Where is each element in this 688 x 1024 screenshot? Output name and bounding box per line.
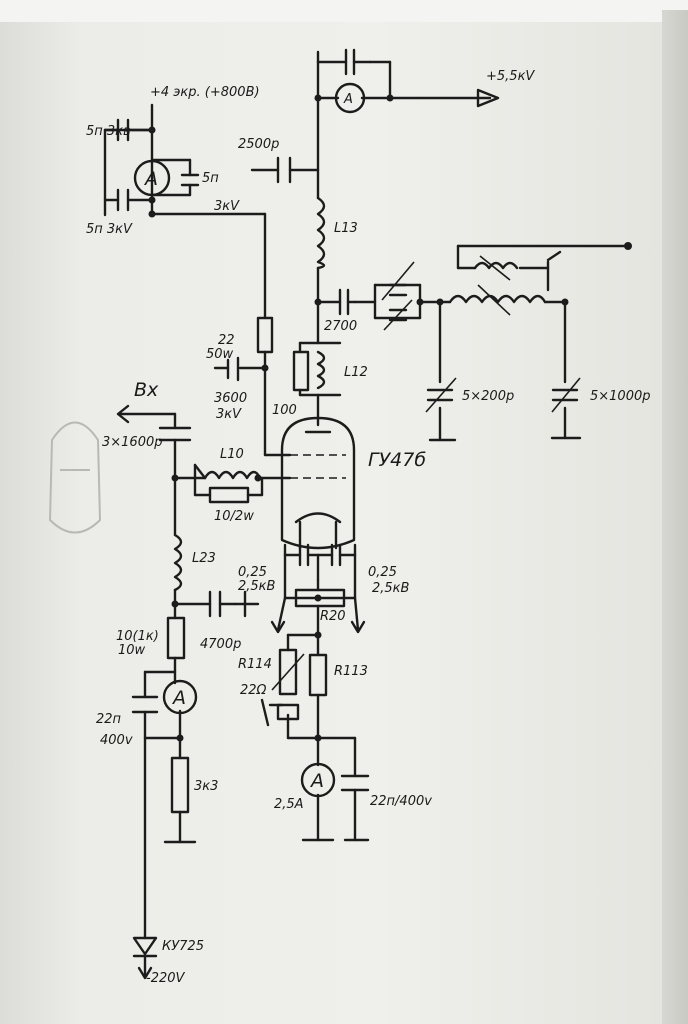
capacitor-3x1600p xyxy=(158,426,192,442)
ammeter-filament-label: A xyxy=(309,770,324,792)
label-r20: R20 xyxy=(320,609,346,624)
paper-right-shadow xyxy=(662,10,688,1024)
capacitor-top-bypass xyxy=(344,48,372,76)
label-l23: L23 xyxy=(192,551,216,566)
variable-capacitor-pi-input xyxy=(381,261,415,331)
label-c-3kv: 3кV xyxy=(214,199,240,214)
paper-top-edge xyxy=(0,0,688,22)
label-c2500: 2500р xyxy=(238,137,279,152)
label-c22n-400: 22п/400v xyxy=(370,794,432,809)
suppressor-l12 xyxy=(292,341,342,397)
ghost-tube-outline xyxy=(48,421,102,534)
inductor-l23 xyxy=(173,533,183,592)
label-r10: 10/2w xyxy=(214,509,254,524)
ammeter-filament: A xyxy=(300,762,336,798)
label-c2700: 2700 xyxy=(324,319,357,334)
label-c22n: 22п xyxy=(96,712,122,727)
ground-arrows-cathode xyxy=(270,620,366,634)
label-input: Вх xyxy=(134,379,159,401)
label-anode-supply: +4 экр. (+800В) xyxy=(150,85,260,100)
resistor-10-2w xyxy=(208,486,250,504)
resistor-10-1k xyxy=(166,616,186,660)
label-c025a: 0,25 xyxy=(238,565,267,580)
variable-capacitor-5x1000 xyxy=(551,377,581,413)
ammeter-anode: A xyxy=(334,82,366,114)
ammeter-anode-label: A xyxy=(343,92,353,107)
capacitor-22n-400v-cathode xyxy=(340,774,370,792)
label-r113: R113 xyxy=(334,664,368,679)
capacitor-top-left-1 xyxy=(103,118,154,142)
label-l12: L12 xyxy=(344,365,368,380)
capacitor-2500p xyxy=(276,156,292,184)
label-r10k-w: 10w xyxy=(118,643,146,658)
label-c3600-v: 3кV xyxy=(216,407,242,422)
label-c-5p-3kv-2: 5п 3кV xyxy=(86,222,133,237)
inductor-l10 xyxy=(193,463,262,480)
inductor-pi-roller xyxy=(448,255,547,316)
label-diode: КУ725 xyxy=(162,939,204,954)
label-neg: -220V xyxy=(146,971,186,986)
label-c5x1000: 5×1000р xyxy=(590,389,651,404)
capacitor-top-left-2 xyxy=(180,173,200,187)
label-hv: +5,5кV xyxy=(486,69,535,84)
resistor-r20 xyxy=(294,588,346,608)
label-r100: 100 xyxy=(272,403,297,418)
label-c4700: 4700р xyxy=(200,637,241,652)
label-meter-25: 2,5А xyxy=(274,797,304,812)
label-r114: R114 xyxy=(238,657,272,672)
resistor-r113 xyxy=(308,653,328,697)
resistor-r114-variable xyxy=(271,648,305,721)
label-r22ohm: 22Ω xyxy=(240,683,267,698)
diode-ky725 xyxy=(132,936,158,980)
ammeter-grid: A xyxy=(162,679,198,715)
inductor-l13 xyxy=(316,196,326,270)
label-r10k: 10(1к) xyxy=(116,629,159,644)
label-c3600: 3600 xyxy=(214,391,247,406)
resistor-3k3 xyxy=(170,756,190,814)
capacitor-top-left-3 xyxy=(103,188,154,212)
label-l10: L10 xyxy=(220,447,244,462)
capacitor-4700p xyxy=(208,590,247,618)
label-c025b-v: 2,5кВ xyxy=(372,581,410,596)
output-terminal xyxy=(624,242,632,250)
capacitor-22n-400v xyxy=(131,695,159,714)
capacitor-2700 xyxy=(338,288,357,316)
junction-dots xyxy=(148,94,569,742)
ammeter-grid-label: A xyxy=(171,687,186,709)
label-c025a-v: 2,5кВ xyxy=(238,579,276,594)
input-arrow xyxy=(116,404,130,424)
label-c5x200: 5×200р xyxy=(462,389,514,404)
capacitor-3600 xyxy=(213,356,240,382)
label-c-5p-3kv-1: 5п 3кв xyxy=(86,124,131,139)
capacitors-cathode-0-25 xyxy=(298,543,342,582)
output-arrow xyxy=(476,88,500,108)
label-c025b: 0,25 xyxy=(368,565,397,580)
wiring xyxy=(103,50,630,940)
label-c-5p: 5п xyxy=(202,171,219,186)
label-r22: 22 xyxy=(218,333,235,348)
ammeter-screen-label: A xyxy=(143,168,158,190)
tube-gu47b xyxy=(280,416,356,550)
variable-capacitor-5x200 xyxy=(425,377,457,413)
label-r22-w: 50w xyxy=(206,347,234,362)
ammeter-screen: A xyxy=(133,159,171,197)
label-c-in: 3×1600р xyxy=(102,435,163,450)
label-tube: ГУ47б xyxy=(368,449,426,471)
label-c22n-v: 400v xyxy=(100,733,133,748)
label-l13: L13 xyxy=(334,221,358,236)
labels: +4 экр. (+800В) +5,5кV 5п 3кв 5п 3кV 5п … xyxy=(86,69,651,986)
resistor-22-50w xyxy=(256,316,274,354)
label-r3k3: 3к3 xyxy=(194,779,218,794)
